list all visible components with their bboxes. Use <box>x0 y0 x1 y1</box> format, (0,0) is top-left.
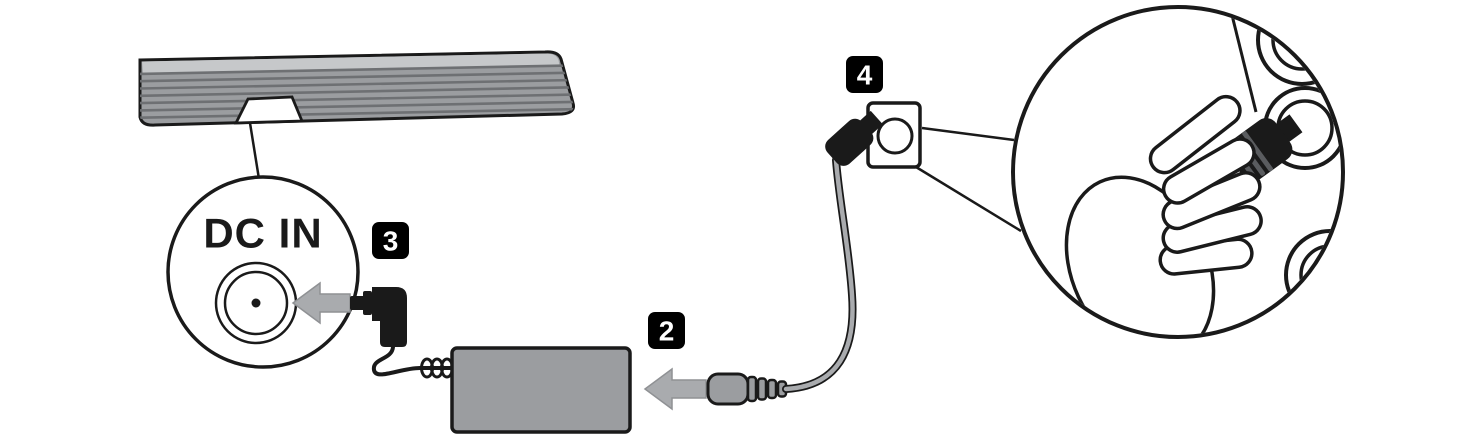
power-cord-plug <box>706 372 788 406</box>
power-adapter <box>450 346 632 434</box>
step-4-number: 4 <box>857 60 873 91</box>
dc-in-label: DC IN <box>203 210 322 257</box>
outlet-socket-lower <box>1284 229 1341 321</box>
lens-ring <box>1011 5 1345 339</box>
wall-outlet <box>866 101 922 169</box>
dc-in-callout: DC IN <box>166 175 360 369</box>
left-arrow-icon-adapter <box>643 367 707 411</box>
step-3-number: 3 <box>383 226 399 257</box>
dc-plug <box>350 287 407 347</box>
dc-in-port <box>214 261 298 345</box>
lens-leader-line-top <box>921 126 1015 142</box>
lens-leader-line-bottom <box>915 165 1022 233</box>
power-cord <box>782 156 857 393</box>
soundbar <box>138 50 575 127</box>
thumb <box>1148 94 1242 175</box>
soundbar-grille-lines <box>140 64 574 120</box>
wall-edge-line <box>1228 9 1258 113</box>
wall-plug <box>825 110 883 166</box>
outlet-socket-upper <box>1256 9 1341 86</box>
step-4-badge: 4 <box>846 56 883 93</box>
hand <box>1064 94 1263 335</box>
finger-index <box>1161 137 1256 205</box>
lens-content <box>1064 9 1341 335</box>
step-2-badge: 2 <box>648 312 685 349</box>
port-center-pin <box>251 298 261 308</box>
soundbar-top-band <box>142 53 560 74</box>
dc-cable <box>371 345 454 379</box>
callout-leader-line <box>248 122 261 180</box>
step-3-badge: 3 <box>372 222 409 259</box>
step-2-number: 2 <box>659 316 675 347</box>
outlet-socket <box>876 117 914 155</box>
dc-in-recess-notch <box>233 95 305 125</box>
